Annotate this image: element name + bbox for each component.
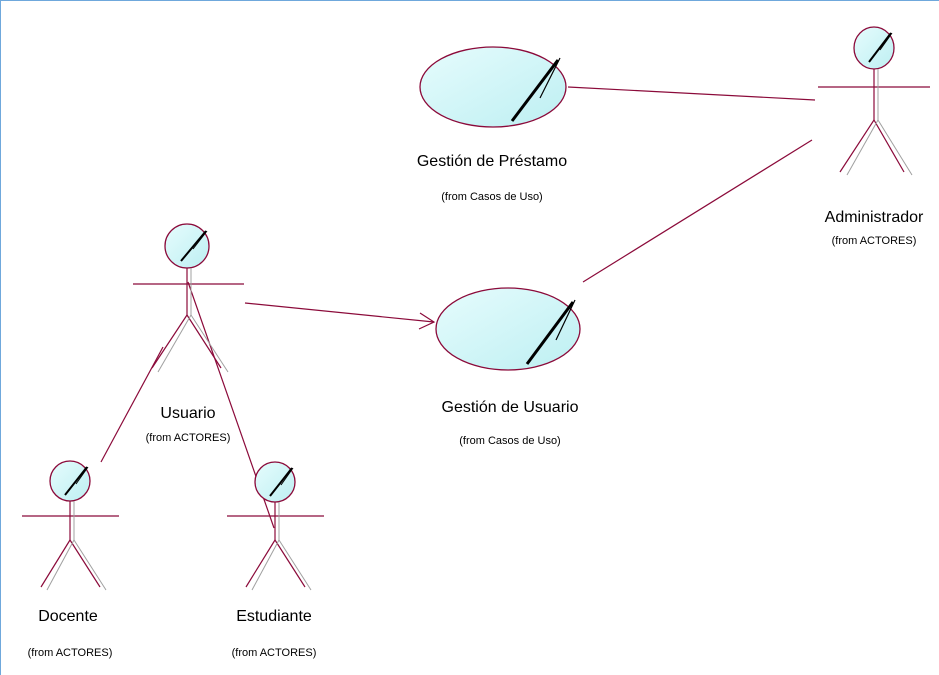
stick-figure-icon: [133, 223, 244, 373]
stick-figure-icon: [818, 26, 930, 176]
pen-icon: [525, 299, 576, 365]
actor-package-label: (from ACTORES): [832, 235, 917, 247]
stick-figure-icon: [227, 461, 324, 591]
actor-name: Administrador: [825, 209, 924, 226]
actor-usuario[interactable]: [133, 223, 244, 373]
use-case-gestion-usuario[interactable]: [435, 287, 581, 371]
association-prestamo-administrador[interactable]: [567, 86, 816, 101]
actor-docente[interactable]: [22, 460, 119, 591]
generalization-docente-usuario[interactable]: [100, 346, 164, 463]
use-case-name: Gestión de Préstamo: [417, 153, 567, 170]
actor-estudiante[interactable]: [227, 461, 324, 591]
actor-administrador[interactable]: [818, 26, 930, 176]
use-case-package-label: (from Casos de Uso): [459, 435, 560, 447]
actor-name: Docente: [38, 608, 98, 625]
association-usuario-gestion-usuario[interactable]: [244, 302, 436, 330]
use-case-ellipse: [419, 46, 567, 128]
actor-package-label: (from ACTORES): [232, 647, 317, 659]
actor-name: Estudiante: [236, 608, 312, 625]
pen-icon: [510, 57, 561, 122]
actor-name: Usuario: [160, 405, 215, 422]
actor-package-label: (from ACTORES): [28, 647, 113, 659]
use-case-gestion-prestamo[interactable]: [419, 46, 567, 128]
use-case-name: Gestión de Usuario: [442, 399, 579, 416]
stick-figure-icon: [22, 460, 119, 591]
association-usuario-administrador[interactable]: [582, 139, 813, 283]
use-case-package-label: (from Casos de Uso): [441, 191, 542, 203]
use-case-ellipse: [435, 287, 581, 371]
actor-package-label: (from ACTORES): [146, 432, 231, 444]
